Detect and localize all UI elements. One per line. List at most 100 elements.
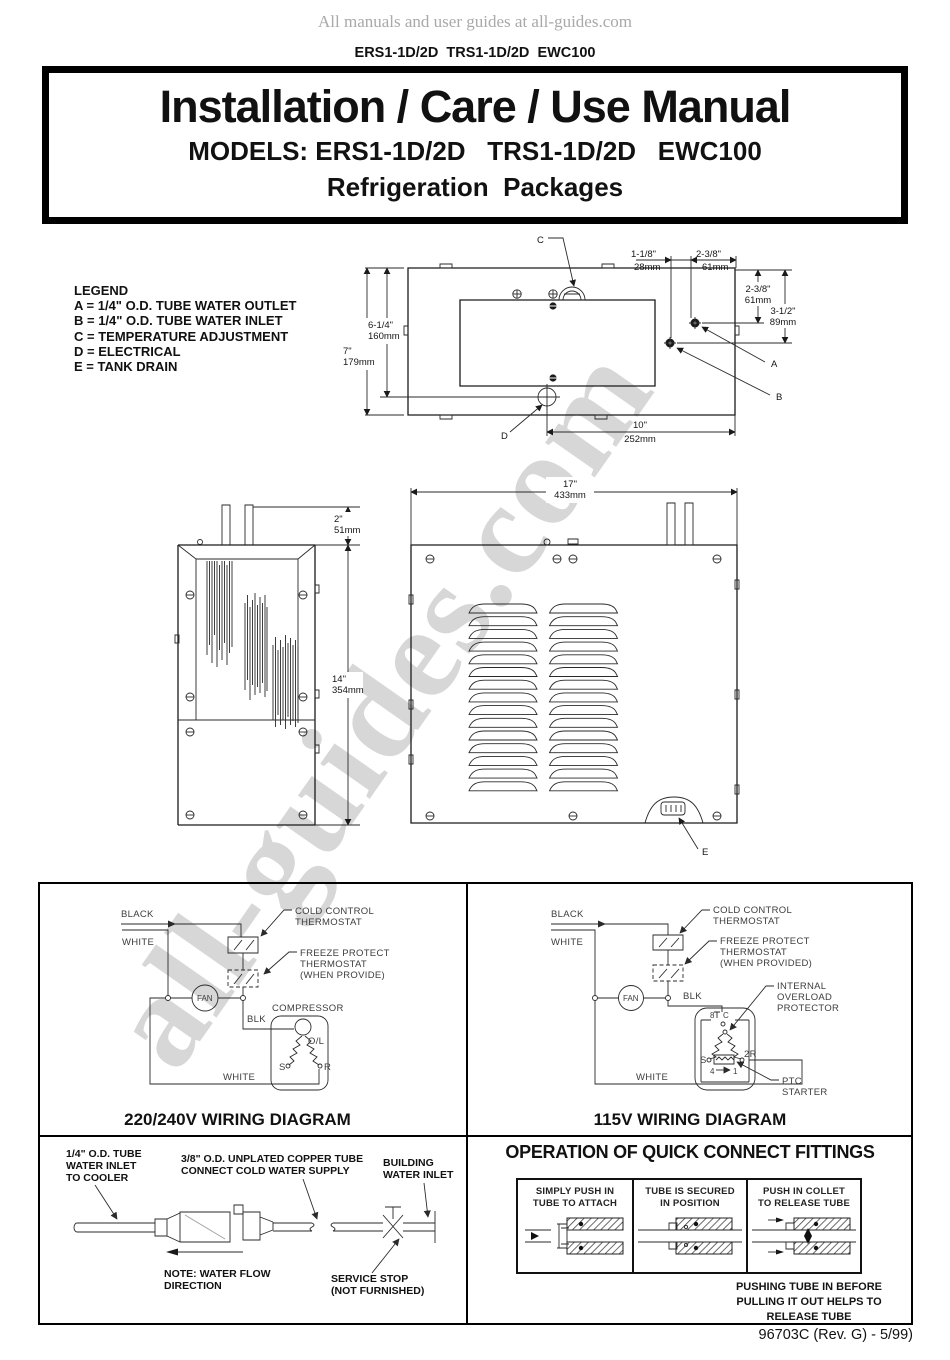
note-line-2: PULLING IT OUT HELPS TO <box>736 1296 882 1308</box>
label-inlet-3: TO COOLER <box>66 1172 129 1184</box>
dim-28mm: 28mm <box>634 262 660 273</box>
label-compressor: COMPRESSOR <box>272 1003 344 1014</box>
label-white-bottom: WHITE <box>223 1072 255 1083</box>
legend-item-e: E = TANK DRAIN <box>74 359 178 375</box>
quick-connect-note: PUSHING TUBE IN BEFORE PULLING IT OUT HE… <box>703 1280 915 1325</box>
panel1-label-2: TUBE TO ATTACH <box>532 1198 618 1209</box>
dim-14in: 14" <box>332 674 346 685</box>
side-view-outline <box>175 505 319 825</box>
panel2-label-1: TUBE IS SECURED <box>645 1186 735 1197</box>
wiring-220-title: 220/240V WIRING DIAGRAM <box>124 1110 351 1129</box>
label-inlet-2: WATER INLET <box>66 1160 137 1172</box>
label-terminal-4: 4 <box>710 1067 715 1076</box>
label-note-1: NOTE: WATER FLOW <box>164 1268 271 1280</box>
label-white: WHITE <box>551 937 583 948</box>
dim-1-18in: 1-1/8" <box>631 249 656 260</box>
callout-b: B <box>776 392 782 403</box>
note-line-1: PUSHING TUBE IN BEFORE <box>735 1281 883 1293</box>
wiring-diagram-115: BLACK WHITE FAN BLK 8 C S 2R 4 1 WHITE C… <box>551 905 839 1098</box>
side-view-dimension-labels: 2" 51mm 14" 354mm <box>332 514 364 696</box>
label-s: S <box>279 1062 286 1073</box>
front-view-outline <box>409 503 739 823</box>
label-terminal-8: 8 <box>710 1011 715 1020</box>
label-building-2: WATER INLET <box>383 1169 454 1181</box>
label-copper-1: 3/8" O.D. UNPLATED COPPER TUBE <box>181 1153 363 1165</box>
wiring-115-labels: BLACK WHITE FAN BLK 8 C S 2R 4 1 WHITE <box>551 909 756 1083</box>
models-header: ERS1-1D/2D TRS1-1D/2D EWC100 <box>354 45 596 61</box>
legend-heading: LEGEND <box>74 283 129 298</box>
legend-item-b: B = 1/4" O.D. TUBE WATER INLET <box>74 313 283 329</box>
dim-3-12in: 3-1/2" <box>770 306 795 317</box>
title-models-line: MODELS: ERS1-1D/2D TRS1-1D/2D EWC100 <box>188 136 762 166</box>
dim-7in: 7" <box>343 346 352 357</box>
quick-connect-title: OPERATION OF QUICK CONNECT FITTINGS <box>505 1142 875 1162</box>
callout-a: A <box>771 359 778 370</box>
wiring-220-wires <box>121 920 319 1085</box>
top-view-dimension-lines <box>340 256 802 436</box>
label-blk: BLK <box>247 1014 266 1025</box>
top-view-drawing: 7" 179mm 6-1/4" 160mm 10" 252mm 1-1/8" 2… <box>340 235 802 445</box>
dim-17in: 17" <box>563 479 577 490</box>
dim-252mm: 252mm <box>624 434 656 445</box>
dim-51mm: 51mm <box>334 525 360 536</box>
wiring-115-title: 115V WIRING DIAGRAM <box>593 1110 787 1129</box>
label-white-bottom: WHITE <box>636 1072 668 1083</box>
wiring-220-labels: BLACK WHITE FAN BLK COMPRESSOR O/L S R W… <box>121 909 344 1083</box>
dim-6-14in: 6-1/4" <box>368 320 393 331</box>
callout-freeze-2: THERMOSTAT <box>720 947 787 958</box>
label-white: WHITE <box>122 937 154 948</box>
label-building-1: BUILDING <box>383 1157 434 1169</box>
wiring-220-callouts: COLD CONTROL THERMOSTAT FREEZE PROTECT T… <box>260 906 389 981</box>
panel1-label-1: SIMPLY PUSH IN <box>535 1186 615 1197</box>
dim-354mm: 354mm <box>332 685 364 696</box>
wiring-diagram-220: BLACK WHITE FAN BLK COMPRESSOR O/L S R W… <box>121 906 389 1110</box>
label-terminal-s: S <box>700 1055 707 1066</box>
wiring-115-callouts: COLD CONTROL THERMOSTAT FREEZE PROTECT T… <box>679 905 839 1098</box>
callout-overload-3: PROTECTOR <box>777 1003 839 1014</box>
callout-e: E <box>702 847 708 858</box>
dim-2-38in-top: 2-3/8" <box>696 249 721 260</box>
legend-item-c: C = TEMPERATURE ADJUSTMENT <box>74 328 289 344</box>
front-view-dimension-lines <box>410 477 738 545</box>
top-view-callouts: C D A B <box>501 235 782 442</box>
wiring-115-compressor <box>695 1008 755 1090</box>
quick-connect-panel-3: PUSH IN COLLET TO RELEASE TUBE <box>746 1180 860 1272</box>
bottom-grid <box>38 882 913 1325</box>
panel2-graphic <box>636 1210 744 1262</box>
grid-vertical-divider <box>466 882 468 1325</box>
title-box: Installation / Care / Use Manual MODELS:… <box>42 66 908 224</box>
callout-cold-control-2: THERMOSTAT <box>713 916 780 927</box>
legend: LEGEND A = 1/4" O.D. TUBE WATER OUTLET B… <box>74 283 297 374</box>
callout-cold-control-2: THERMOSTAT <box>295 917 362 928</box>
water-inlet-diagram: 1/4" O.D. TUBE WATER INLET TO COOLER 3/8… <box>66 1148 454 1297</box>
panel3-label-1: PUSH IN COLLET <box>763 1186 845 1197</box>
note-line-3: RELEASE TUBE <box>766 1311 852 1323</box>
dim-160mm: 160mm <box>368 331 400 342</box>
label-black: BLACK <box>551 909 584 920</box>
callout-freeze-1: FREEZE PROTECT <box>720 936 810 947</box>
panel3-graphic <box>750 1217 858 1255</box>
callout-c: C <box>537 235 544 246</box>
quick-connect-panel-2: TUBE IS SECURED IN POSITION <box>632 1180 746 1272</box>
dim-89mm: 89mm <box>770 317 796 328</box>
top-watermark: All manuals and user guides at all-guide… <box>318 12 632 31</box>
wiring-220-compressor <box>271 1016 328 1090</box>
callout-ptc-1: PTC <box>782 1076 802 1087</box>
callout-freeze-2: THERMOSTAT <box>300 959 367 970</box>
top-view-outline <box>404 264 739 419</box>
footer-revision: 96703C (Rev. G) - 5/99) <box>758 1327 913 1343</box>
label-terminal-c: C <box>723 1011 729 1020</box>
dim-2in: 2" <box>334 514 343 525</box>
legend-item-d: D = ELECTRICAL <box>74 343 181 359</box>
callout-d: D <box>501 431 508 442</box>
louver-vents <box>468 603 618 792</box>
callout-overload-1: INTERNAL <box>777 981 826 992</box>
legend-item-a: A = 1/4" O.D. TUBE WATER OUTLET <box>74 298 297 314</box>
wiring-115-wires <box>551 920 802 1085</box>
label-copper-2: CONNECT COLD WATER SUPPLY <box>181 1165 350 1177</box>
label-black: BLACK <box>121 909 154 920</box>
callout-freeze-3: (WHEN PROVIDE) <box>300 970 385 981</box>
callout-cold-control-1: COLD CONTROL <box>713 905 792 916</box>
tank-drain <box>645 797 703 823</box>
top-view-dimension-labels: 7" 179mm 6-1/4" 160mm 10" 252mm 1-1/8" 2… <box>343 249 796 445</box>
